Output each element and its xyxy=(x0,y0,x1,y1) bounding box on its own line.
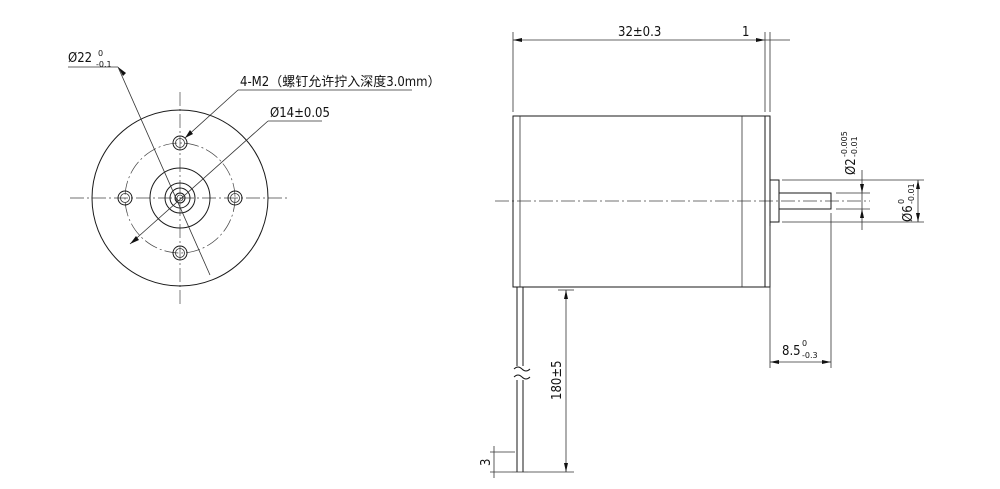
screw-hole-top xyxy=(172,135,188,151)
screw-holes xyxy=(117,135,243,261)
shaft-length-tol-upper: 0 xyxy=(802,339,807,348)
wire-break-symbol-top xyxy=(513,366,531,372)
front-flange xyxy=(764,115,771,288)
screw-hole-right-thread xyxy=(230,193,240,203)
boss-dia-arrow xyxy=(130,236,139,244)
screw-hole-right xyxy=(227,190,243,206)
shaft-length-label: 8.5 xyxy=(782,344,801,359)
output-shaft xyxy=(778,192,832,210)
lead-length-arrow-top xyxy=(564,290,568,299)
bolt-pitch-circle xyxy=(124,142,236,254)
motor-body xyxy=(512,115,766,288)
lead-wires xyxy=(512,287,531,473)
shaft-dia-tol-lower: -0.01 xyxy=(850,136,859,157)
lead-length-arrow-bottom xyxy=(564,463,568,472)
shaft-dia-label: Ø2 xyxy=(844,158,859,175)
outer-dia-leader-line xyxy=(117,66,211,276)
body-length-arrow-left xyxy=(513,38,522,42)
lead-length-label: 180±5 xyxy=(550,360,565,400)
bearing-outer-ring xyxy=(164,182,196,214)
boss-dia-tol-lower: -0.01 xyxy=(907,183,916,204)
side-view: 32±0.3 1 Ø2 -0.005 -0.01 Ø6 0 -0.01 8.5 xyxy=(479,25,924,478)
shaft-length-tol-lower: -0.3 xyxy=(802,351,818,360)
screw-hole-bottom xyxy=(172,245,188,261)
boss-dia-arrow-top xyxy=(916,180,920,189)
body-length-label: 32±0.3 xyxy=(618,25,661,40)
outer-dia-arrow xyxy=(118,67,126,76)
boss-circle xyxy=(149,167,211,229)
shaft-dia-tol-upper: -0.005 xyxy=(840,131,849,157)
boss-dia-side-label: Ø6 xyxy=(901,205,916,222)
front-view: Ø22 0 -0.1 4-M2（螺钉允许拧入深度3.0mm） Ø14±0.05 xyxy=(68,49,441,305)
body-length-arrow-right xyxy=(756,38,765,42)
shaft-length-arrow-right xyxy=(822,360,831,364)
outer-diameter-label: Ø22 xyxy=(68,51,92,66)
outer-dia-upper-tol: 0 xyxy=(98,49,103,58)
screw-hole-left xyxy=(117,190,133,206)
shaft-end-circle xyxy=(176,194,184,202)
boss-dia-leader xyxy=(129,120,269,245)
flange-thickness-label: 1 xyxy=(742,25,749,40)
shaft-circle xyxy=(174,192,186,204)
screw-hole-top-thread xyxy=(175,138,185,148)
outer-dia-lower-tol: -0.1 xyxy=(96,60,112,69)
lead-strip-label: 3 xyxy=(479,459,494,466)
screw-note-arrow xyxy=(185,130,193,138)
wire-break-symbol-bottom xyxy=(513,374,531,380)
outer-housing-circle xyxy=(91,109,269,287)
shaft-dia-arrow-top xyxy=(860,184,864,193)
shaft-length-arrow-left xyxy=(770,360,779,364)
screw-hole-left-thread xyxy=(120,193,130,203)
boss-diameter-label: Ø14±0.05 xyxy=(270,106,330,121)
boss-dia-arrow-bottom xyxy=(916,213,920,222)
screw-hole-bottom-thread xyxy=(175,248,185,258)
shaft-dia-arrow-bottom xyxy=(860,209,864,218)
screw-note-label: 4-M2（螺钉允许拧入深度3.0mm） xyxy=(240,74,441,90)
screw-note-leader xyxy=(184,89,239,139)
boss-dia-tol-upper: 0 xyxy=(897,199,906,204)
